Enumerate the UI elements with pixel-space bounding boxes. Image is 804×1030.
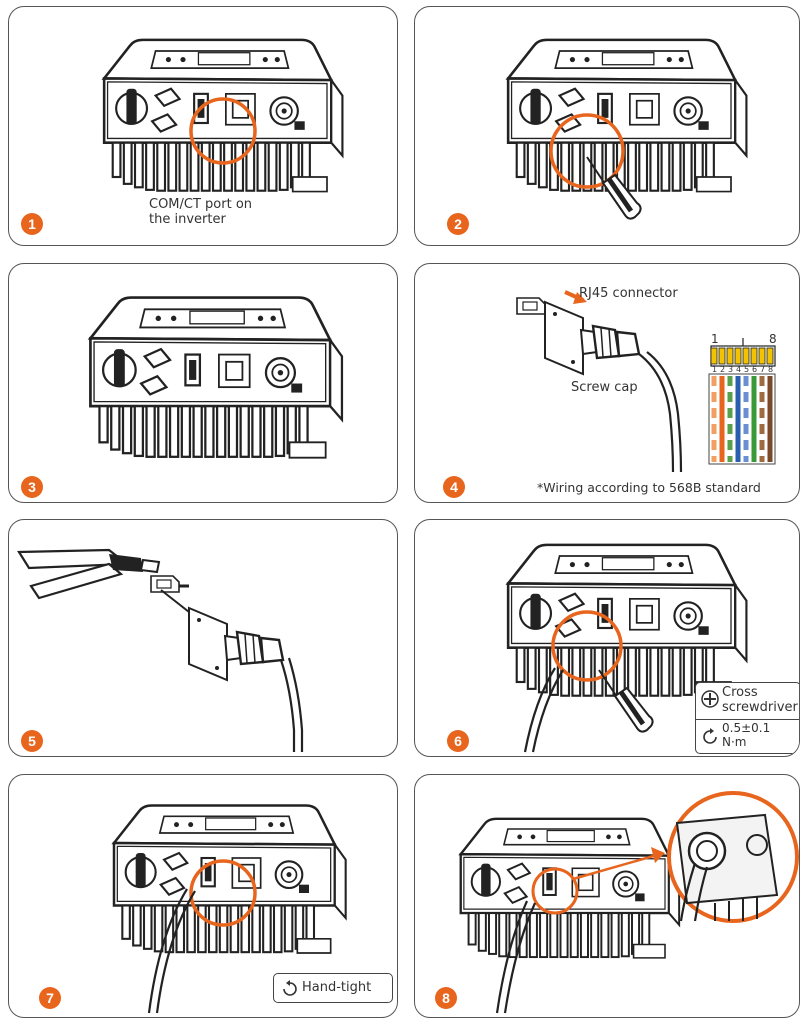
pin-3: 3: [728, 365, 733, 374]
step-badge-3: 3: [21, 476, 43, 498]
crimping-scene: [9, 520, 398, 757]
hand-tight-label: Hand-tight: [273, 973, 393, 1003]
screw-cap-label: Screw cap: [571, 380, 638, 395]
step-badge-6: 6: [447, 730, 469, 752]
screwdriver-icon: [585, 155, 645, 227]
screwdriver-icon: [597, 668, 657, 740]
step-panel-6: Cross screwdriver 0.5±0.1 N·m 6: [414, 519, 800, 757]
step-badge-2: 2: [447, 213, 469, 235]
step-panel-3: 3: [8, 263, 398, 503]
pin-first-label: 1: [711, 332, 719, 346]
step-panel-2: 2: [414, 6, 800, 246]
cross-screwdriver-icon: [700, 689, 720, 709]
pin-2: 2: [720, 365, 725, 374]
pin-1: 1: [712, 365, 717, 374]
step-panel-8: 8: [414, 774, 800, 1018]
caption-com-ct-port: COM/CT port on the inverter: [149, 197, 252, 227]
rj45-connector-label: RJ45 connector: [579, 286, 678, 301]
crimper-icon: [19, 550, 159, 598]
inverter-icon: [415, 775, 800, 1018]
pin-8: 8: [768, 365, 773, 374]
pin-7: 7: [760, 365, 765, 374]
pin-6: 6: [752, 365, 757, 374]
hand-tight-text: Hand-tight: [302, 980, 371, 995]
tool-label: Cross screwdriver: [722, 685, 798, 715]
magnifier-circle-icon: [669, 793, 797, 921]
tool-legend: Cross screwdriver 0.5±0.1 N·m: [695, 682, 800, 754]
step-badge-4: 4: [443, 476, 465, 498]
pin-last-label: 8: [769, 332, 777, 346]
step-panel-1: COM/CT port on the inverter 1: [8, 6, 398, 246]
pin-4: 4: [736, 365, 741, 374]
torque-value: 0.5±0.1 N·m: [722, 721, 770, 749]
rotate-icon: [700, 727, 720, 747]
rotate-icon: [280, 979, 300, 999]
inverter-icon: [9, 264, 398, 503]
wiring-standard-note: *Wiring according to 568B standard: [537, 480, 761, 495]
step-badge-8: 8: [435, 987, 457, 1009]
step-panel-7: Hand-tight 7: [8, 774, 398, 1018]
step-badge-5: 5: [21, 730, 43, 752]
step-panel-4: RJ45 connector Screw cap 1 8 1 2 3 4 5 6…: [414, 263, 800, 503]
pin-5: 5: [744, 365, 749, 374]
step-panel-5: 5: [8, 519, 398, 757]
step-badge-1: 1: [21, 213, 43, 235]
step-badge-7: 7: [39, 987, 61, 1009]
